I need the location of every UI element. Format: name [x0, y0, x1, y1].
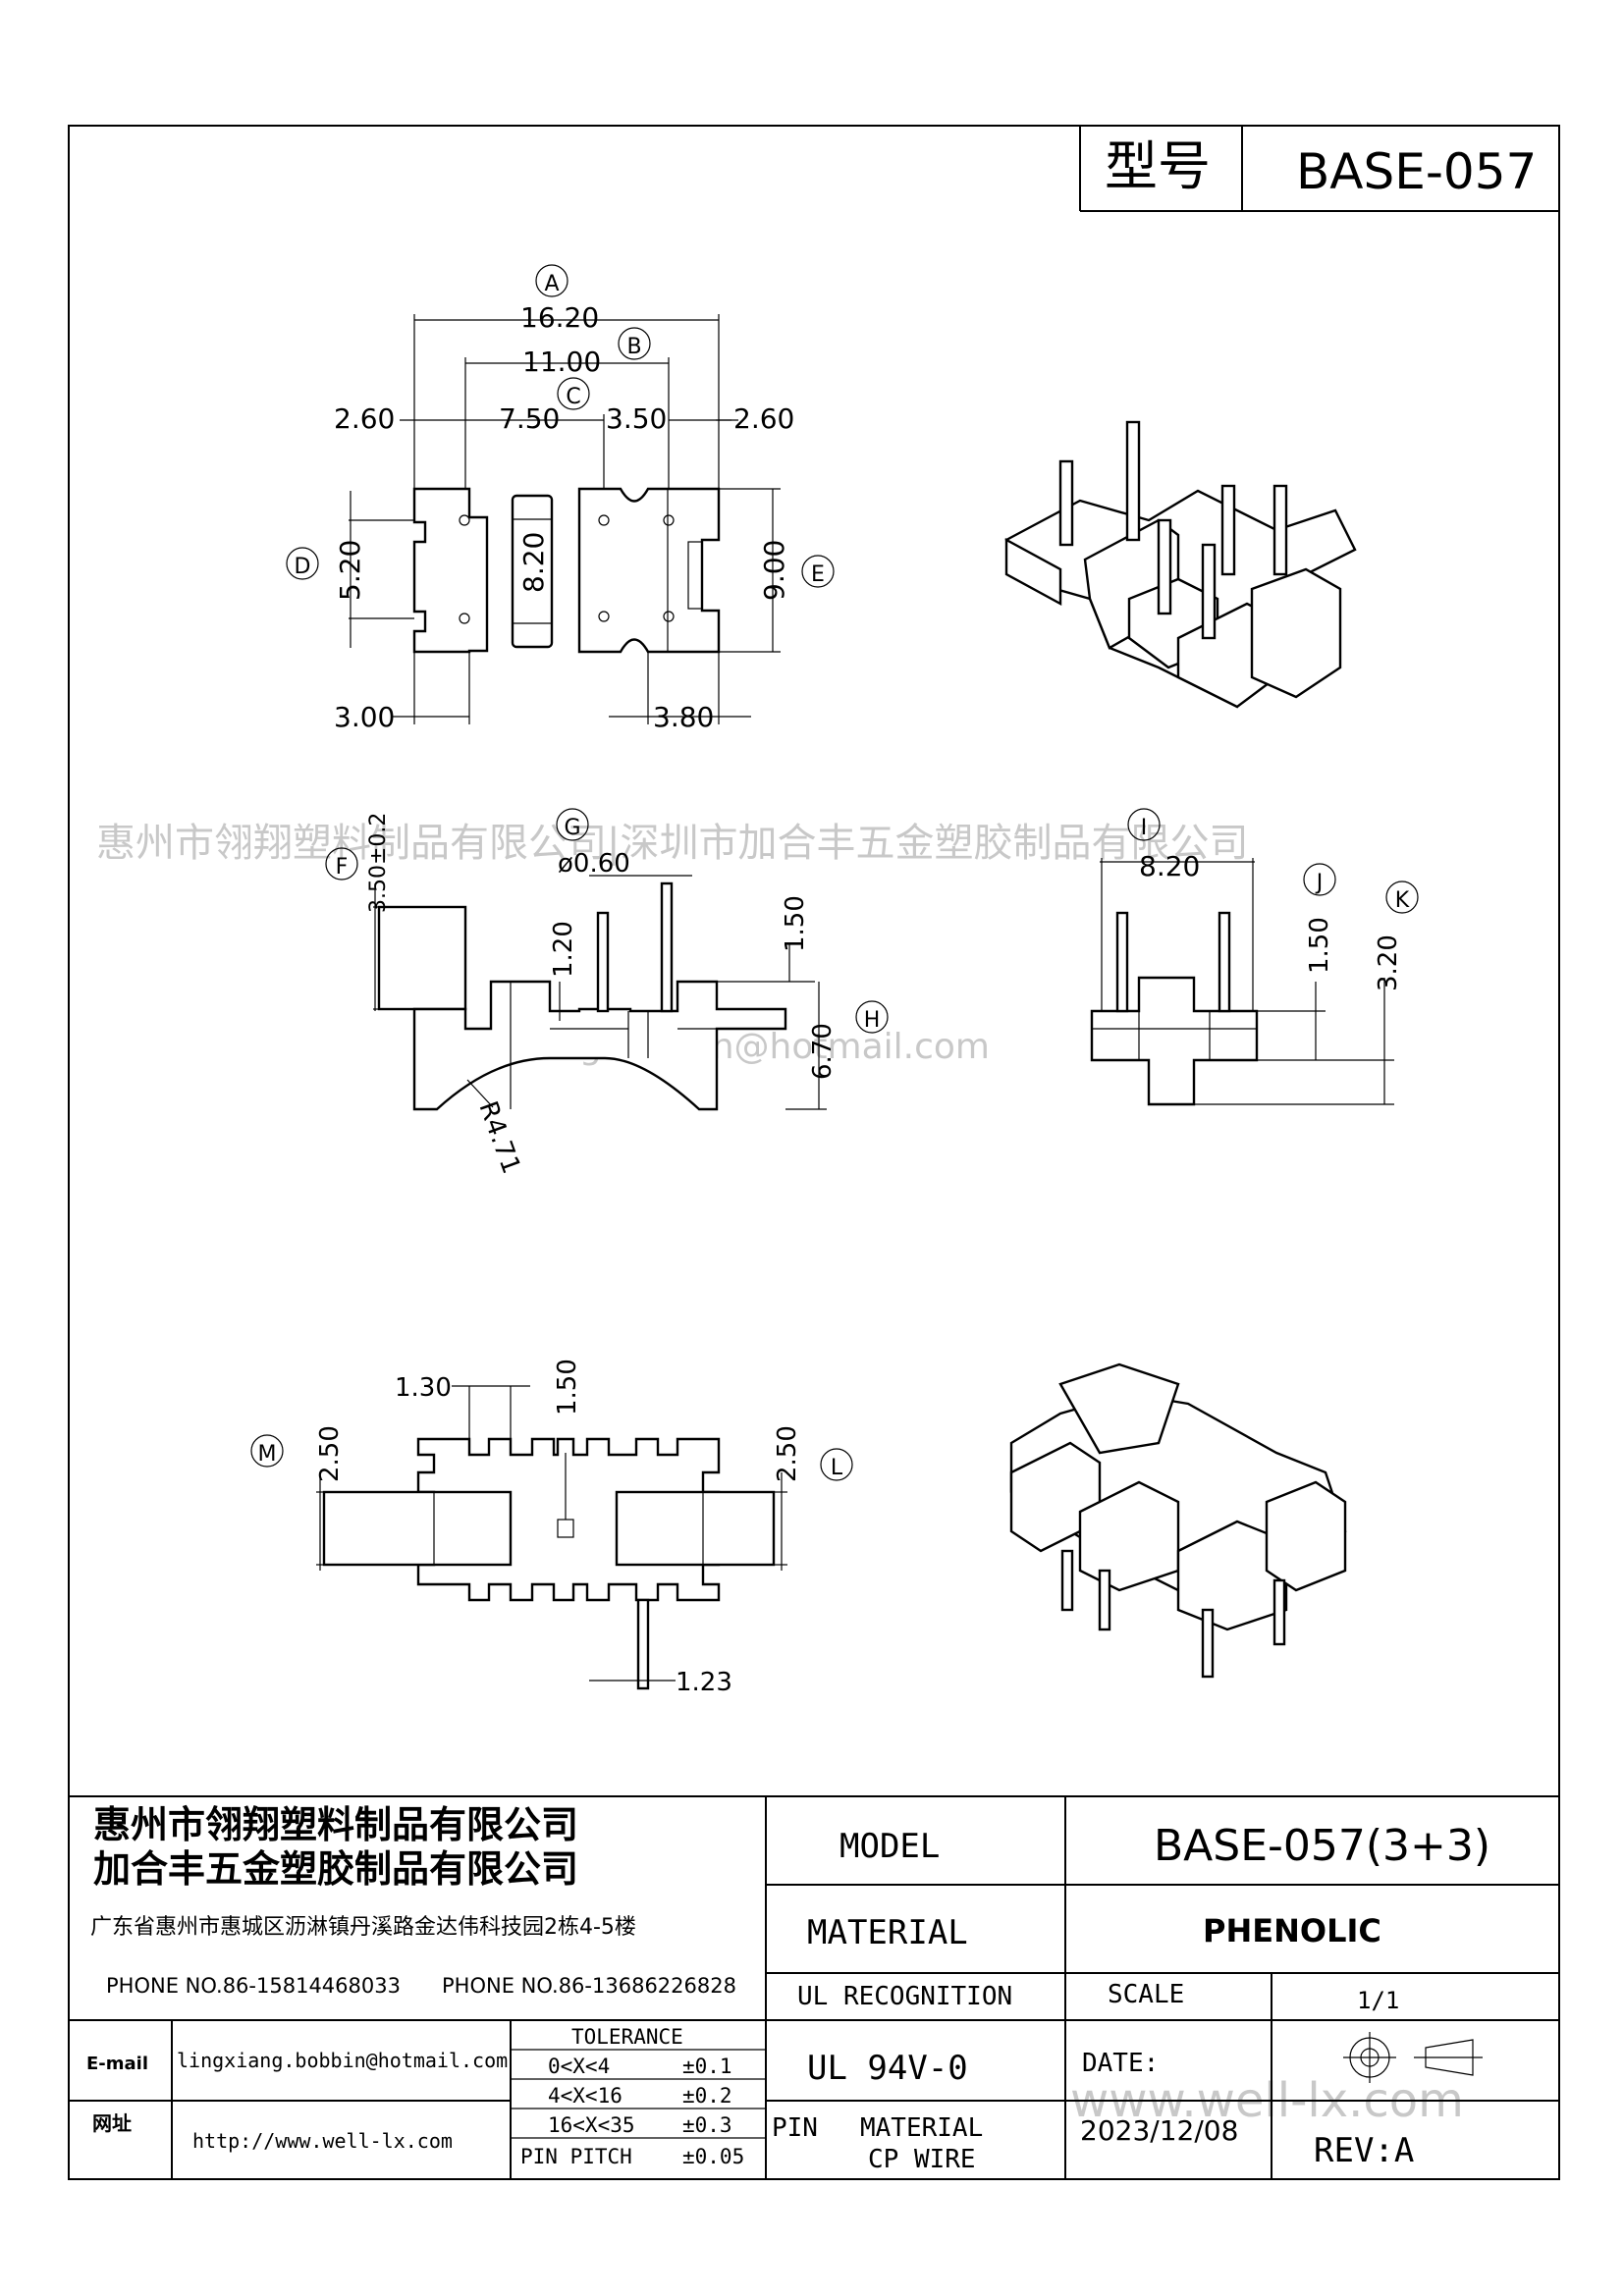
- company-name-2: 加合丰五金塑胶制品有限公司: [93, 1847, 578, 1891]
- dim-a: 16.20: [520, 301, 599, 334]
- site-label: 网址: [92, 2111, 132, 2135]
- label-b: B: [626, 335, 641, 359]
- front-view: 3.50±0.2 ø0.60 1.20 1.50 6.70 R4.71 F G …: [325, 808, 889, 1178]
- company-address: 广东省惠州市惠城区沥淋镇丹溪路金达伟科技园2栋4-5楼: [90, 1915, 636, 1940]
- dim-d: 3.50: [606, 402, 667, 435]
- tol-range-3: 16<X<35: [548, 2113, 635, 2137]
- dim-p: 1.23: [676, 1668, 732, 1697]
- material-value: PHENOLIC: [1203, 1912, 1381, 1949]
- top-view: 16.20 11.00 7.50 3.50 2.60 2.60 5.20 8.2…: [286, 264, 835, 733]
- label-c: C: [566, 385, 580, 409]
- sheet-border: [68, 125, 1560, 2180]
- label-k: K: [1395, 888, 1410, 913]
- side-view: 8.20 1.50 3.20 I J K: [1090, 808, 1419, 1106]
- dim-br: 3.80: [653, 701, 714, 733]
- ul-label: UL RECOGNITION: [797, 1982, 1012, 2011]
- pin-label: PIN: [772, 2113, 818, 2143]
- label-i: I: [1141, 816, 1148, 840]
- tol-val-3: ±0.3: [682, 2113, 732, 2137]
- title-block: 惠州市翎翔塑料制品有限公司 加合丰五金塑胶制品有限公司 广东省惠州市惠城区沥淋镇…: [69, 1795, 1559, 2179]
- dim-p1: 1.20: [549, 921, 578, 978]
- label-a: A: [544, 272, 559, 296]
- model-label: MODEL: [839, 1827, 940, 1866]
- dim-b: 11.00: [522, 346, 601, 378]
- site-value: http://www.well-lx.com: [192, 2129, 453, 2153]
- dim-m: 2.50: [315, 1425, 345, 1482]
- dim-h1: 5.20: [334, 540, 366, 601]
- tolerance-title: TOLERANCE: [571, 2025, 683, 2049]
- label-e: E: [811, 562, 825, 587]
- watermark-company: 惠州市翎翔塑料制品有限公司|深圳市加合丰五金塑胶制品有限公司: [96, 821, 1248, 866]
- dim-right: 2.60: [733, 402, 794, 435]
- tol-range-2: 4<X<16: [548, 2084, 623, 2108]
- dim-p2: 1.50: [781, 895, 810, 952]
- dim-f: 3.50±0.2: [366, 813, 391, 913]
- ul-value: UL 94V-0: [807, 2049, 968, 2088]
- model-value: BASE-057(3+3): [1154, 1821, 1490, 1871]
- phone-2: PHONE NO.86-13686226828: [442, 1974, 736, 1998]
- phone-1: PHONE NO.86-15814468033: [106, 1974, 401, 1998]
- label-m: M: [258, 1442, 277, 1467]
- dim-j: 1.50: [1305, 917, 1334, 974]
- scale-label: SCALE: [1108, 1980, 1184, 2009]
- dim-g: ø0.60: [558, 849, 630, 879]
- header-model-cn: 型号: [1105, 135, 1211, 197]
- dim-w1: 1.30: [395, 1373, 452, 1403]
- bottom-view: 1.30 1.50 2.50 2.50 1.23 M L: [250, 1359, 853, 1697]
- revision: REV:A: [1314, 2131, 1414, 2170]
- label-j: J: [1315, 871, 1324, 895]
- projection-symbol-icon: [1343, 2032, 1483, 2083]
- scale-value: 1/1: [1357, 1987, 1399, 2014]
- dim-h: 6.70: [808, 1023, 838, 1080]
- label-g: G: [564, 816, 580, 840]
- isometric-view-bottom: [1009, 1362, 1347, 1679]
- tol-range-4: PIN PITCH: [520, 2145, 632, 2168]
- dim-h3: 9.00: [758, 540, 790, 601]
- pin-material-label: MATERIAL: [860, 2113, 983, 2143]
- dim-r: R4.71: [472, 1097, 525, 1178]
- dim-h2: 8.20: [517, 532, 550, 593]
- dim-k: 3.20: [1374, 934, 1403, 991]
- isometric-view-top: [1004, 420, 1357, 709]
- dim-l: 2.50: [773, 1425, 802, 1482]
- tol-range-1: 0<X<4: [548, 2055, 610, 2078]
- tol-val-1: ±0.1: [682, 2055, 732, 2078]
- label-h: H: [864, 1008, 881, 1033]
- email-label: E-mail: [86, 2054, 148, 2074]
- dim-i: 8.20: [1139, 850, 1200, 882]
- dim-bl: 3.00: [334, 701, 395, 733]
- label-l: L: [831, 1456, 843, 1480]
- company-name-1: 惠州市翎翔塑料制品有限公司: [93, 1803, 578, 1846]
- dim-w2: 1.50: [553, 1359, 582, 1415]
- label-d: D: [295, 555, 311, 579]
- pin-wire: CP WIRE: [868, 2145, 976, 2174]
- dim-c: 7.50: [499, 402, 560, 435]
- tol-val-4: ±0.05: [682, 2145, 744, 2168]
- header-model: BASE-057: [1296, 143, 1537, 200]
- date-label: DATE:: [1082, 2049, 1159, 2078]
- label-f: F: [336, 855, 349, 880]
- date-value: 2023/12/08: [1080, 2114, 1238, 2147]
- dim-left: 2.60: [334, 402, 395, 435]
- tol-val-2: ±0.2: [682, 2084, 732, 2108]
- email-value: lingxiang.bobbin@hotmail.com: [177, 2049, 508, 2072]
- material-label: MATERIAL: [807, 1913, 968, 1952]
